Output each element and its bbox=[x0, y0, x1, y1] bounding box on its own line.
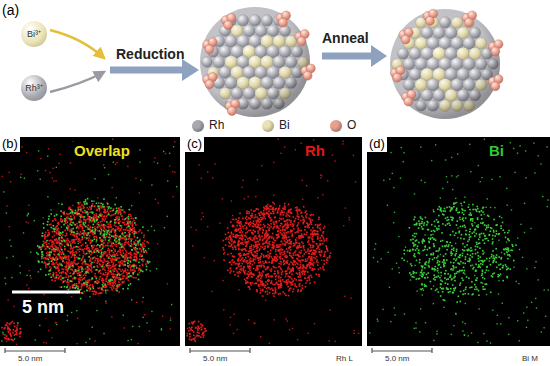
element-signal bbox=[401, 201, 517, 303]
scale-label: 5.0 nm bbox=[18, 354, 42, 363]
reduction-arrow bbox=[110, 67, 184, 74]
oxygen-atom bbox=[297, 37, 306, 46]
legend-label: O bbox=[347, 119, 356, 133]
panel-label: (d) bbox=[367, 137, 387, 152]
oxygen-atom bbox=[401, 35, 410, 44]
nanoparticle-spheres bbox=[200, 7, 503, 119]
background-noise bbox=[2, 139, 176, 346]
element-label: Overlap bbox=[72, 142, 132, 159]
step-label: Anneal bbox=[322, 30, 369, 46]
nanoparticle bbox=[390, 9, 503, 119]
eds-panels bbox=[0, 137, 550, 346]
background-noise bbox=[369, 139, 549, 344]
ion-label: Bi³⁺ bbox=[27, 29, 41, 39]
nanoparticle bbox=[200, 7, 315, 117]
element-signal bbox=[38, 202, 149, 295]
oxygen-atom bbox=[227, 106, 236, 115]
line-label: Bi M bbox=[522, 354, 538, 363]
ion-ball: Bi³⁺ bbox=[21, 21, 47, 47]
bi-arrow bbox=[50, 30, 104, 58]
ion-label: Rh³⁺ bbox=[25, 83, 43, 93]
anneal-arrowhead bbox=[371, 45, 387, 67]
oxygen-atom bbox=[425, 16, 434, 25]
oxygen-atom bbox=[278, 18, 287, 27]
panel-label: (b) bbox=[0, 137, 20, 152]
scale-bar bbox=[12, 291, 80, 294]
eds-map-panel: (c) Rh bbox=[185, 137, 362, 346]
scale-label: 5 nm bbox=[20, 297, 66, 318]
legend-swatch bbox=[192, 120, 204, 132]
legend-item: Bi bbox=[262, 119, 290, 133]
rh-arrow bbox=[50, 72, 104, 92]
map-ground bbox=[0, 137, 180, 346]
legend-swatch bbox=[262, 120, 274, 132]
oxygen-atom bbox=[205, 80, 214, 89]
element-signal bbox=[36, 198, 150, 299]
reduction-arrowhead bbox=[182, 59, 199, 81]
scale-label: 5.0 nm bbox=[385, 354, 409, 363]
background-noise bbox=[1, 140, 177, 343]
panel-label: (a) bbox=[2, 2, 19, 18]
oxygen-atom bbox=[404, 97, 413, 106]
oxygen-atom bbox=[205, 45, 214, 54]
legend-item: O bbox=[330, 119, 356, 133]
line-label: Rh L bbox=[336, 354, 353, 363]
scale-bars bbox=[5, 292, 432, 353]
element-signal bbox=[1, 321, 22, 341]
element-map-dots bbox=[1, 138, 549, 345]
oxygen-atom bbox=[464, 18, 473, 27]
oxygen-atom bbox=[224, 21, 233, 30]
map-ground bbox=[185, 137, 362, 346]
map-ground bbox=[367, 137, 550, 346]
oxygen-atom bbox=[303, 71, 312, 80]
element-signal bbox=[187, 321, 207, 343]
anneal-arrow bbox=[322, 53, 373, 60]
element-signal bbox=[222, 202, 331, 297]
legend-label: Bi bbox=[279, 119, 290, 133]
scale-label: 5.0 nm bbox=[203, 354, 227, 363]
oxygen-atom bbox=[393, 73, 402, 82]
oxygen-atom bbox=[491, 47, 500, 56]
element-label: Bi bbox=[487, 142, 506, 159]
panel-label: (c) bbox=[185, 137, 204, 152]
eds-map-panel: (d) Bi bbox=[367, 137, 550, 346]
ion-ball: Rh³⁺ bbox=[21, 75, 47, 101]
element-label: Rh bbox=[303, 142, 327, 159]
step-label: Reduction bbox=[116, 46, 184, 62]
legend-label: Rh bbox=[209, 119, 224, 133]
oxygen-atom bbox=[491, 82, 500, 91]
legend-item: Rh bbox=[192, 119, 224, 133]
legend-swatch bbox=[330, 120, 342, 132]
background-noise bbox=[187, 138, 360, 344]
